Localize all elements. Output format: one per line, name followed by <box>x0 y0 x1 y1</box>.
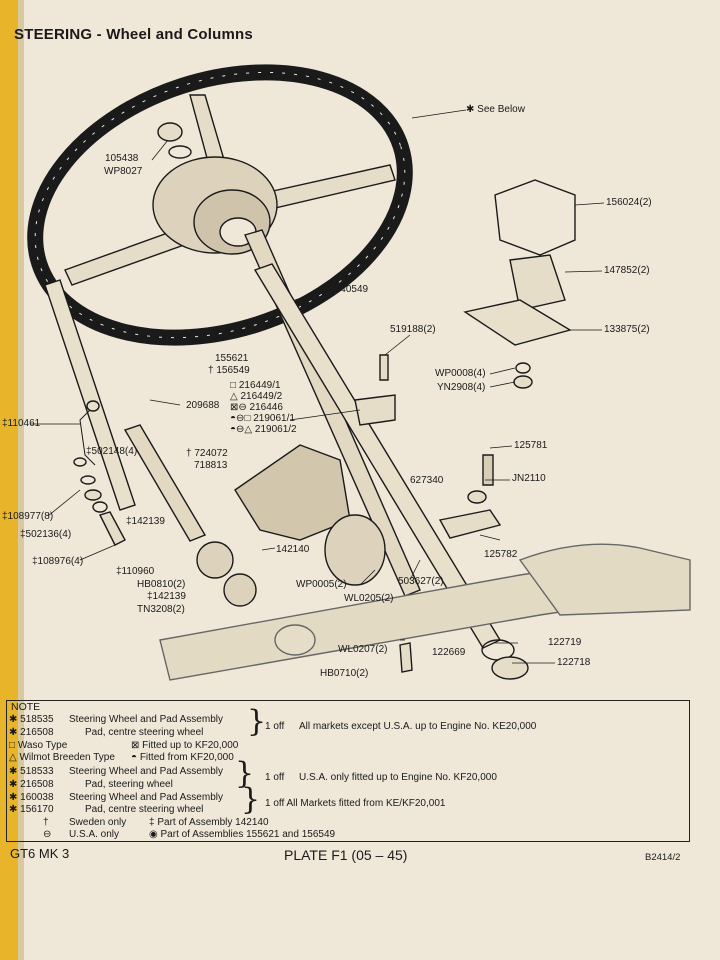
label-209688: 209688 <box>186 400 220 411</box>
label-718813: 718813 <box>194 460 228 471</box>
intermediate-shaft <box>44 279 136 511</box>
note-r3-desc: ⊠ Fitted up to KF20,000 <box>131 740 239 751</box>
label-hb0810: HB0810(2) <box>137 579 186 590</box>
note-r9-sym: † <box>43 817 49 828</box>
label-108977: ‡108977(8) <box>2 511 54 522</box>
note-r8-desc: Pad, centre steering wheel <box>85 804 204 815</box>
label-hb0710: HB0710(2) <box>320 668 369 679</box>
label-122718: 122718 <box>557 657 591 668</box>
clamp-156024 <box>494 179 576 256</box>
label-140549: ◉140549 <box>326 284 369 295</box>
binder-spine <box>0 0 18 960</box>
note-title: NOTE <box>11 701 41 713</box>
label-156549: † 156549 <box>208 365 250 376</box>
label-see-below: ✱ See Below <box>466 104 525 115</box>
label-219061-2: ◓⊖△ 219061/2 <box>230 424 297 435</box>
label-110960: ‡110960 <box>116 566 155 577</box>
label-502148: ‡502148(4) <box>86 446 138 457</box>
steering-lock <box>324 514 386 586</box>
label-219061-1: ◓⊖□ 219061/1 <box>230 413 295 424</box>
note-g1-text: All markets except U.S.A. up to Engine N… <box>299 721 537 732</box>
nut-105438 <box>157 122 183 142</box>
label-142140: 142140 <box>276 544 310 555</box>
note-r10-sym: ⊖ <box>43 829 52 840</box>
label-156024: 156024(2) <box>606 197 652 208</box>
note-r2-desc: Pad, centre steering wheel <box>85 727 204 738</box>
note-r1-code: ✱ 518535 <box>9 714 54 725</box>
label-519188: 519188(2) <box>390 324 436 335</box>
note-r5-desc: Steering Wheel and Pad Assembly <box>69 766 223 777</box>
note-r7-code: ✱ 160038 <box>9 792 54 803</box>
label-147852: 147852(2) <box>604 265 650 276</box>
note-g2-text: U.S.A. only fitted up to Engine No. KF20… <box>299 772 497 783</box>
label-125781: 125781 <box>514 440 548 451</box>
note-r9-text: Sweden only <box>69 817 127 828</box>
note-r7-desc: Steering Wheel and Pad Assembly <box>69 792 223 803</box>
note-box: NOTE ✱ 518535 Steering Wheel and Pad Ass… <box>6 700 690 842</box>
label-108976: ‡108976(4) <box>32 556 84 567</box>
clamp-147852 <box>509 254 566 311</box>
rack-gaiter <box>518 543 691 616</box>
label-110461: ‡110461 <box>2 418 41 429</box>
note-brace-3: } <box>241 782 261 817</box>
label-216449-2: △ 216449/2 <box>230 391 283 402</box>
footer-code: B2414/2 <box>645 852 681 863</box>
label-216446: ⊠⊖ 216446 <box>230 402 283 413</box>
label-627340: 627340 <box>410 475 444 486</box>
label-142139-a: ‡142139 <box>126 516 165 527</box>
label-wp8027: WP8027 <box>104 166 143 177</box>
label-724072: † 724072 <box>186 448 228 459</box>
page-title: STEERING - Wheel and Columns <box>14 26 253 43</box>
note-g3-text: 1 off All Markets fitted from KE/KF20,00… <box>265 798 446 809</box>
binder-spine-edge <box>18 0 24 960</box>
note-r4-desc: ◓ Fitted from KF20,000 <box>131 752 234 763</box>
label-yn2908: YN2908(4) <box>437 382 486 393</box>
block-125782 <box>438 509 502 539</box>
note-r2-code: ✱ 216508 <box>9 727 54 738</box>
label-105438: 105438 <box>105 153 139 164</box>
label-502136: ‡502136(4) <box>20 529 72 540</box>
column-clamp <box>354 394 396 426</box>
note-r10-b: ◉ Part of Assemblies 155621 and 156549 <box>149 829 336 840</box>
note-g2-qty: 1 off <box>265 772 285 783</box>
note-r3-code: □ Waso Type <box>9 740 68 751</box>
label-155621: 155621 <box>215 353 249 364</box>
note-r4-code: △ Wilmot Breeden Type <box>9 752 115 763</box>
note-r1-desc: Steering Wheel and Pad Assembly <box>69 714 223 725</box>
plate-133875 <box>463 299 572 346</box>
label-142139-b: ‡142139 <box>147 591 186 602</box>
label-122719: 122719 <box>548 637 582 648</box>
washer-122718 <box>491 656 529 680</box>
label-125782: 125782 <box>484 549 518 560</box>
note-g1-qty: 1 off <box>265 721 285 732</box>
footer-model: GT6 MK 3 <box>10 846 70 861</box>
label-wp0005: WP0005(2) <box>296 579 347 590</box>
label-wl0207: WL0207(2) <box>338 644 388 655</box>
note-brace-2: } <box>235 756 255 791</box>
note-r6-code: ✱ 216508 <box>9 779 54 790</box>
label-wl0205: WL0205(2) <box>344 593 394 604</box>
label-wp0008: WP0008(4) <box>435 368 486 379</box>
label-122669: 122669 <box>432 647 466 658</box>
note-r6-desc: Pad, steering wheel <box>85 779 173 790</box>
note-brace-1: } <box>247 704 267 739</box>
label-503627: 503627(2) <box>398 576 444 587</box>
note-r8-code: ✱ 156170 <box>9 804 54 815</box>
footer-plate: PLATE F1 (05 – 45) <box>284 847 408 863</box>
label-tn3208: TN3208(2) <box>137 604 185 615</box>
note-r5-code: ✱ 518533 <box>9 766 54 777</box>
note-r9-b: ‡ Part of Assembly 142140 <box>149 817 269 828</box>
label-133875: 133875(2) <box>604 324 650 335</box>
label-216449-1: □ 216449/1 <box>230 380 281 391</box>
washer-wp8027 <box>168 145 192 159</box>
note-r10-text: U.S.A. only <box>69 829 120 840</box>
label-jn2110: JN2110 <box>512 473 546 484</box>
